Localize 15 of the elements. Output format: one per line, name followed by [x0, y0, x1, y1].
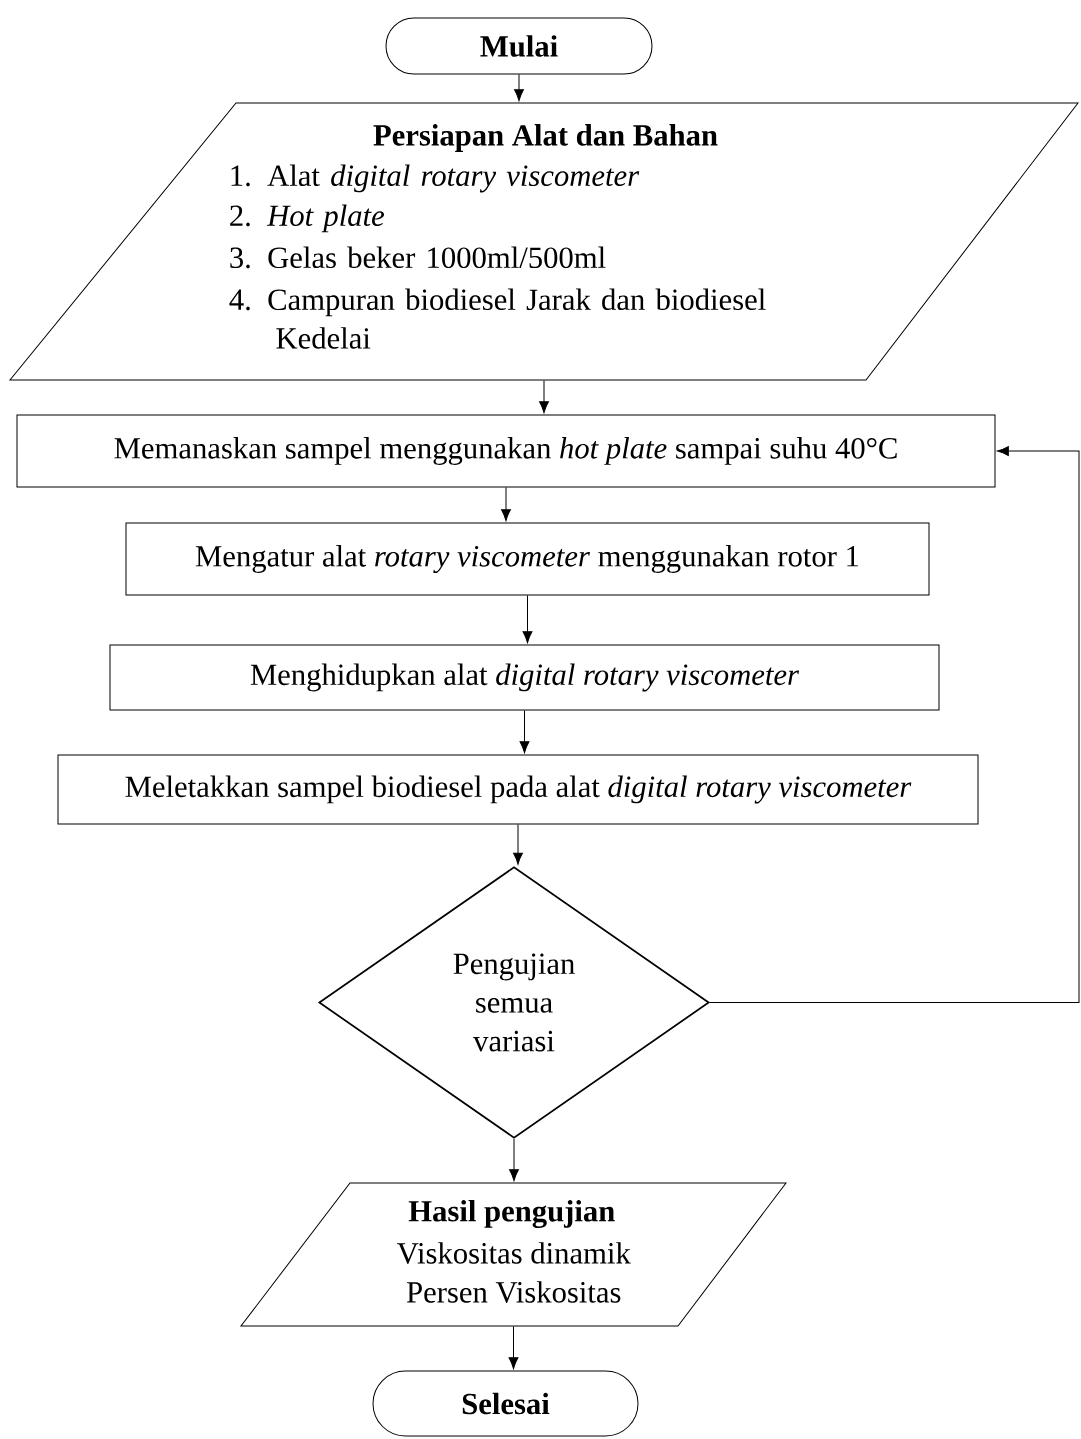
input-output-parallelogram: Hasil pengujian Viskositas dinamik Persen Viskositas — [240, 1182, 787, 1327]
input-output-parallelogram: Persiapan Alat dan Bahan 1. Alat digital rotary viscometer 2. Hot plate 3. Gelas beker 1000ml/500ml 4. Campuran biodiesel Jarak dan biodiesel Kedelai — [9, 102, 1079, 381]
arrow — [539, 380, 549, 414]
arrow — [509, 1138, 519, 1182]
arrow — [508, 1326, 519, 1370]
process-box: Meletakkan sampel biodiesel pada alat digital rotary viscometer — [57, 754, 979, 825]
arrow — [709, 446, 1080, 1003]
process-box: Memanaskan sampel menggunakan hot plate sampai suhu 40°C — [16, 414, 996, 488]
arrow — [514, 74, 524, 102]
arrow — [513, 824, 523, 865]
arrow — [519, 710, 530, 754]
process-box: Mengatur alat rotary viscometer menggunakan rotor 1 — [125, 522, 930, 596]
arrow — [522, 595, 533, 644]
process-box: Menghidupkan alat digital rotary viscometer — [109, 644, 940, 711]
arrow — [501, 487, 511, 522]
